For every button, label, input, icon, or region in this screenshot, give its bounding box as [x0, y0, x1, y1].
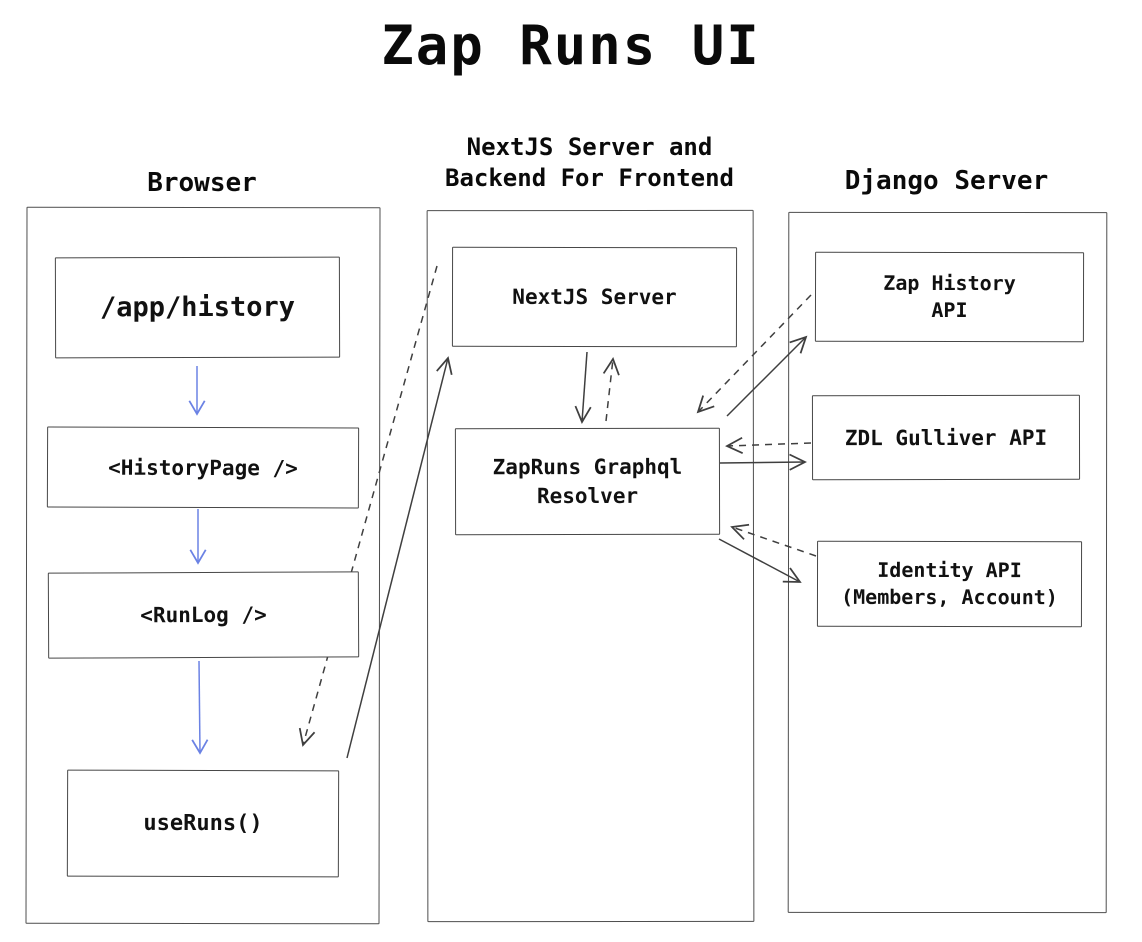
node-history-page-label: <HistoryPage /> [108, 455, 298, 480]
node-identity-api: Identity API (Members, Account) [816, 540, 1083, 628]
node-zapruns-graphql-resolver-label: ZapRuns Graphql Resolver [492, 454, 683, 508]
node-identity-api-label: Identity API (Members, Account) [841, 557, 1058, 610]
diagram-title: Zap Runs UI [381, 14, 761, 77]
node-use-runs: useRuns() [66, 769, 340, 878]
node-zap-history-api: Zap History API [814, 251, 1085, 343]
node-app-history-label: /app/history [99, 291, 296, 324]
node-run-log: <RunLog /> [47, 571, 360, 659]
node-nextjs-server-label: NextJS Server [512, 284, 677, 310]
node-zdl-gulliver-api: ZDL Gulliver API [811, 394, 1081, 481]
node-zap-history-api-label: Zap History API [883, 270, 1016, 323]
node-nextjs-server: NextJS Server [451, 246, 738, 348]
node-history-page: <HistoryPage /> [46, 426, 360, 509]
node-zdl-gulliver-api-label: ZDL Gulliver API [844, 425, 1048, 450]
column-label-bff: NextJS Server and Backend For Frontend [445, 133, 734, 192]
column-label-django: Django Server [844, 166, 1049, 196]
node-use-runs-label: useRuns() [143, 810, 263, 837]
node-app-history: /app/history [54, 256, 341, 359]
column-label-browser: Browser [147, 168, 257, 198]
node-zapruns-graphql-resolver: ZapRuns Graphql Resolver [454, 427, 721, 536]
node-run-log-label: <RunLog /> [140, 602, 267, 628]
